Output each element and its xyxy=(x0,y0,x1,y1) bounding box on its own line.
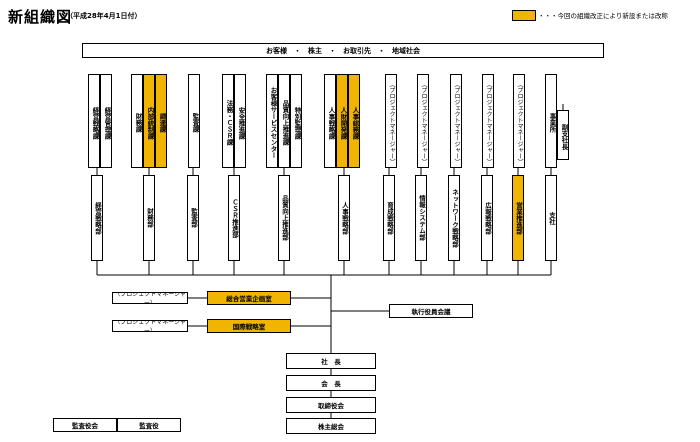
pm-box-1: （プロジェクトマネージャー） xyxy=(112,292,188,304)
effective-date: （平成28年4月1日付） xyxy=(66,12,142,20)
department-11: 営業推進部 xyxy=(512,175,524,261)
upper-unit-8: 安全推進課 xyxy=(234,74,246,168)
upper-unit-2: 経営管理課 xyxy=(100,74,112,168)
upper-unit-19: （プロジェクトマネージャー） xyxy=(513,74,525,168)
pm-box-2: （プロジェクトマネージャー） xyxy=(112,320,188,332)
chairman-box: 会 長 xyxy=(286,375,376,391)
upper-unit-17: （プロジェクトマネージャー） xyxy=(450,74,462,168)
international-strategy-office: 国際戦略室 xyxy=(207,319,291,333)
upper-unit-16: （プロジェクトマネージャー） xyxy=(417,74,429,168)
upper-unit-13: 人財開発課 xyxy=(336,74,348,168)
department-5: 品質向上推進部 xyxy=(278,175,290,261)
executive-officers-meeting: 執行役員会議 xyxy=(389,304,473,318)
upper-unit-18: （プロジェクトマネージャー） xyxy=(482,74,494,168)
department-1: 経営戦略部 xyxy=(91,175,103,261)
general-sales-planning-office: 総合営業企画室 xyxy=(207,291,291,305)
page-title: 新組織図 xyxy=(8,8,73,26)
auditor-box: 監査役 xyxy=(117,418,181,432)
department-9: ネットワーク戦略部 xyxy=(448,175,460,261)
department-12: 支社 xyxy=(545,175,557,261)
department-6: 人事戦略部 xyxy=(338,175,350,261)
president-box: 社 長 xyxy=(286,353,376,369)
department-8: 情報システム部 xyxy=(415,175,427,261)
legend-swatch xyxy=(512,10,536,21)
department-10: 広報戦略部 xyxy=(481,175,493,261)
upper-unit-10: 品質向上推進課 xyxy=(278,74,290,168)
upper-unit-5: 調達課 xyxy=(155,74,167,168)
legend-text: ・・・今回の組織改正により新設または改称 xyxy=(538,12,668,20)
upper-unit-15: （プロジェクトマネージャー） xyxy=(385,74,397,168)
upper-unit-4: 内部統制課 xyxy=(143,74,155,168)
department-3: 監査部 xyxy=(187,175,199,261)
department-7: 育成戦略部 xyxy=(383,175,395,261)
audit-board-box: 監査役会 xyxy=(53,418,117,432)
upper-unit-14: 人事総務課 xyxy=(348,74,360,168)
department-2: 財務部 xyxy=(143,175,155,261)
upper-unit-3: 財務課 xyxy=(131,74,143,168)
department-4: ＣＳＲ推進部 xyxy=(228,175,240,261)
upper-unit-6: 監査課 xyxy=(188,74,200,168)
upper-unit-20: 事業所 xyxy=(545,74,557,168)
upper-unit-1: 経営戦略課 xyxy=(88,74,100,168)
upper-unit-11: 特別監理課 xyxy=(290,74,302,168)
upper-unit-21: 副支社長 xyxy=(557,110,569,160)
upper-unit-9: お客様サービスセンター xyxy=(266,74,278,168)
upper-unit-12: 人事戦略課 xyxy=(324,74,336,168)
shareholders-meeting-box: 株主総会 xyxy=(286,418,376,434)
upper-unit-7: 法務・ＣＳＲ課 xyxy=(222,74,234,168)
stakeholders-bar: お客様 ・ 株主 ・ お取引先 ・ 地域社会 xyxy=(82,43,604,58)
board-of-directors-box: 取締役会 xyxy=(286,397,376,413)
